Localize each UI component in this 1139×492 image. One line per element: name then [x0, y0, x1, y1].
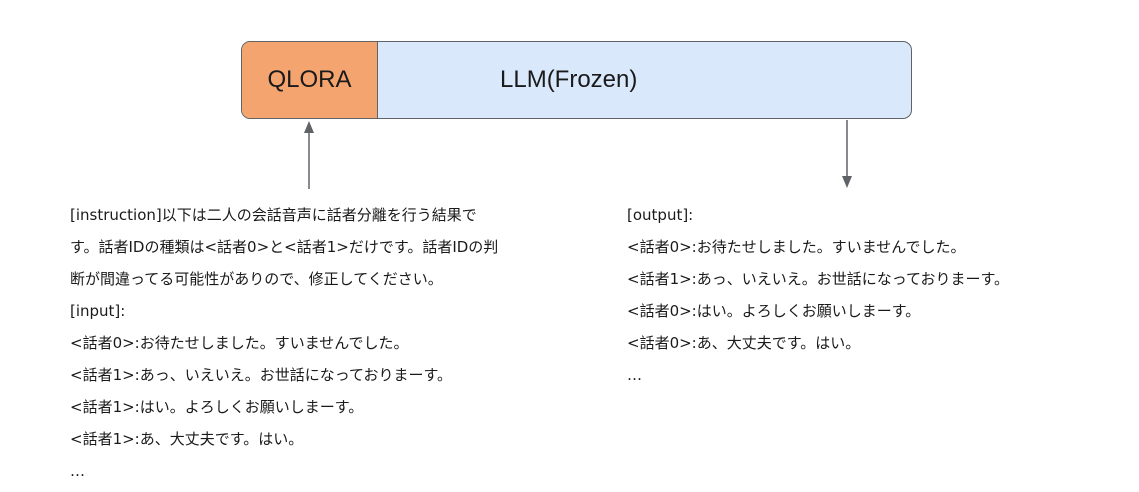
output-line: <話者1>:あっ、いえいえ。お世話になっておりまーす。 — [627, 270, 1010, 288]
input-line: <話者0>:お待たせしました。すいませんでした。 — [70, 334, 409, 352]
output-line: <話者0>:はい。よろしくお願いしまーす。 — [627, 302, 921, 320]
qlora-box: QLORA — [242, 42, 378, 118]
input-line: [input]: — [70, 302, 126, 320]
output-arrow — [842, 120, 852, 188]
input-line: <話者1>:あ、大丈夫です。はい。 — [70, 430, 304, 448]
qlora-label: QLORA — [267, 66, 352, 93]
input-line: <話者1>:はい。よろしくお願いしまーす。 — [70, 398, 364, 416]
output-line: <話者0>:あ、大丈夫です。はい。 — [627, 334, 861, 352]
output-line: <話者0>:お待たせしました。すいませんでした。 — [627, 238, 966, 256]
input-prompt-text: [instruction]以下は二人の会話音声に話者分離を行う結果で す。話者I… — [70, 199, 498, 487]
output-line: [output]: — [627, 206, 694, 224]
input-line: 断が間違ってる可能性がありので、修正してください。 — [70, 270, 443, 288]
input-line: … — [70, 462, 85, 480]
llm-frozen-box: QLORA LLM(Frozen) — [241, 41, 912, 119]
input-arrow — [304, 121, 314, 189]
input-line: す。話者IDの種類は<話者0>と<話者1>だけです。話者IDの判 — [70, 238, 499, 256]
llm-label: LLM(Frozen) — [500, 66, 638, 93]
input-line: <話者1>:あっ、いえいえ。お世話になっておりまーす。 — [70, 366, 453, 384]
output-line: … — [627, 366, 642, 384]
output-text: [output]: <話者0>:お待たせしました。すいませんでした。 <話者1>… — [627, 199, 1009, 391]
input-line: [instruction]以下は二人の会話音声に話者分離を行う結果で — [70, 206, 477, 224]
